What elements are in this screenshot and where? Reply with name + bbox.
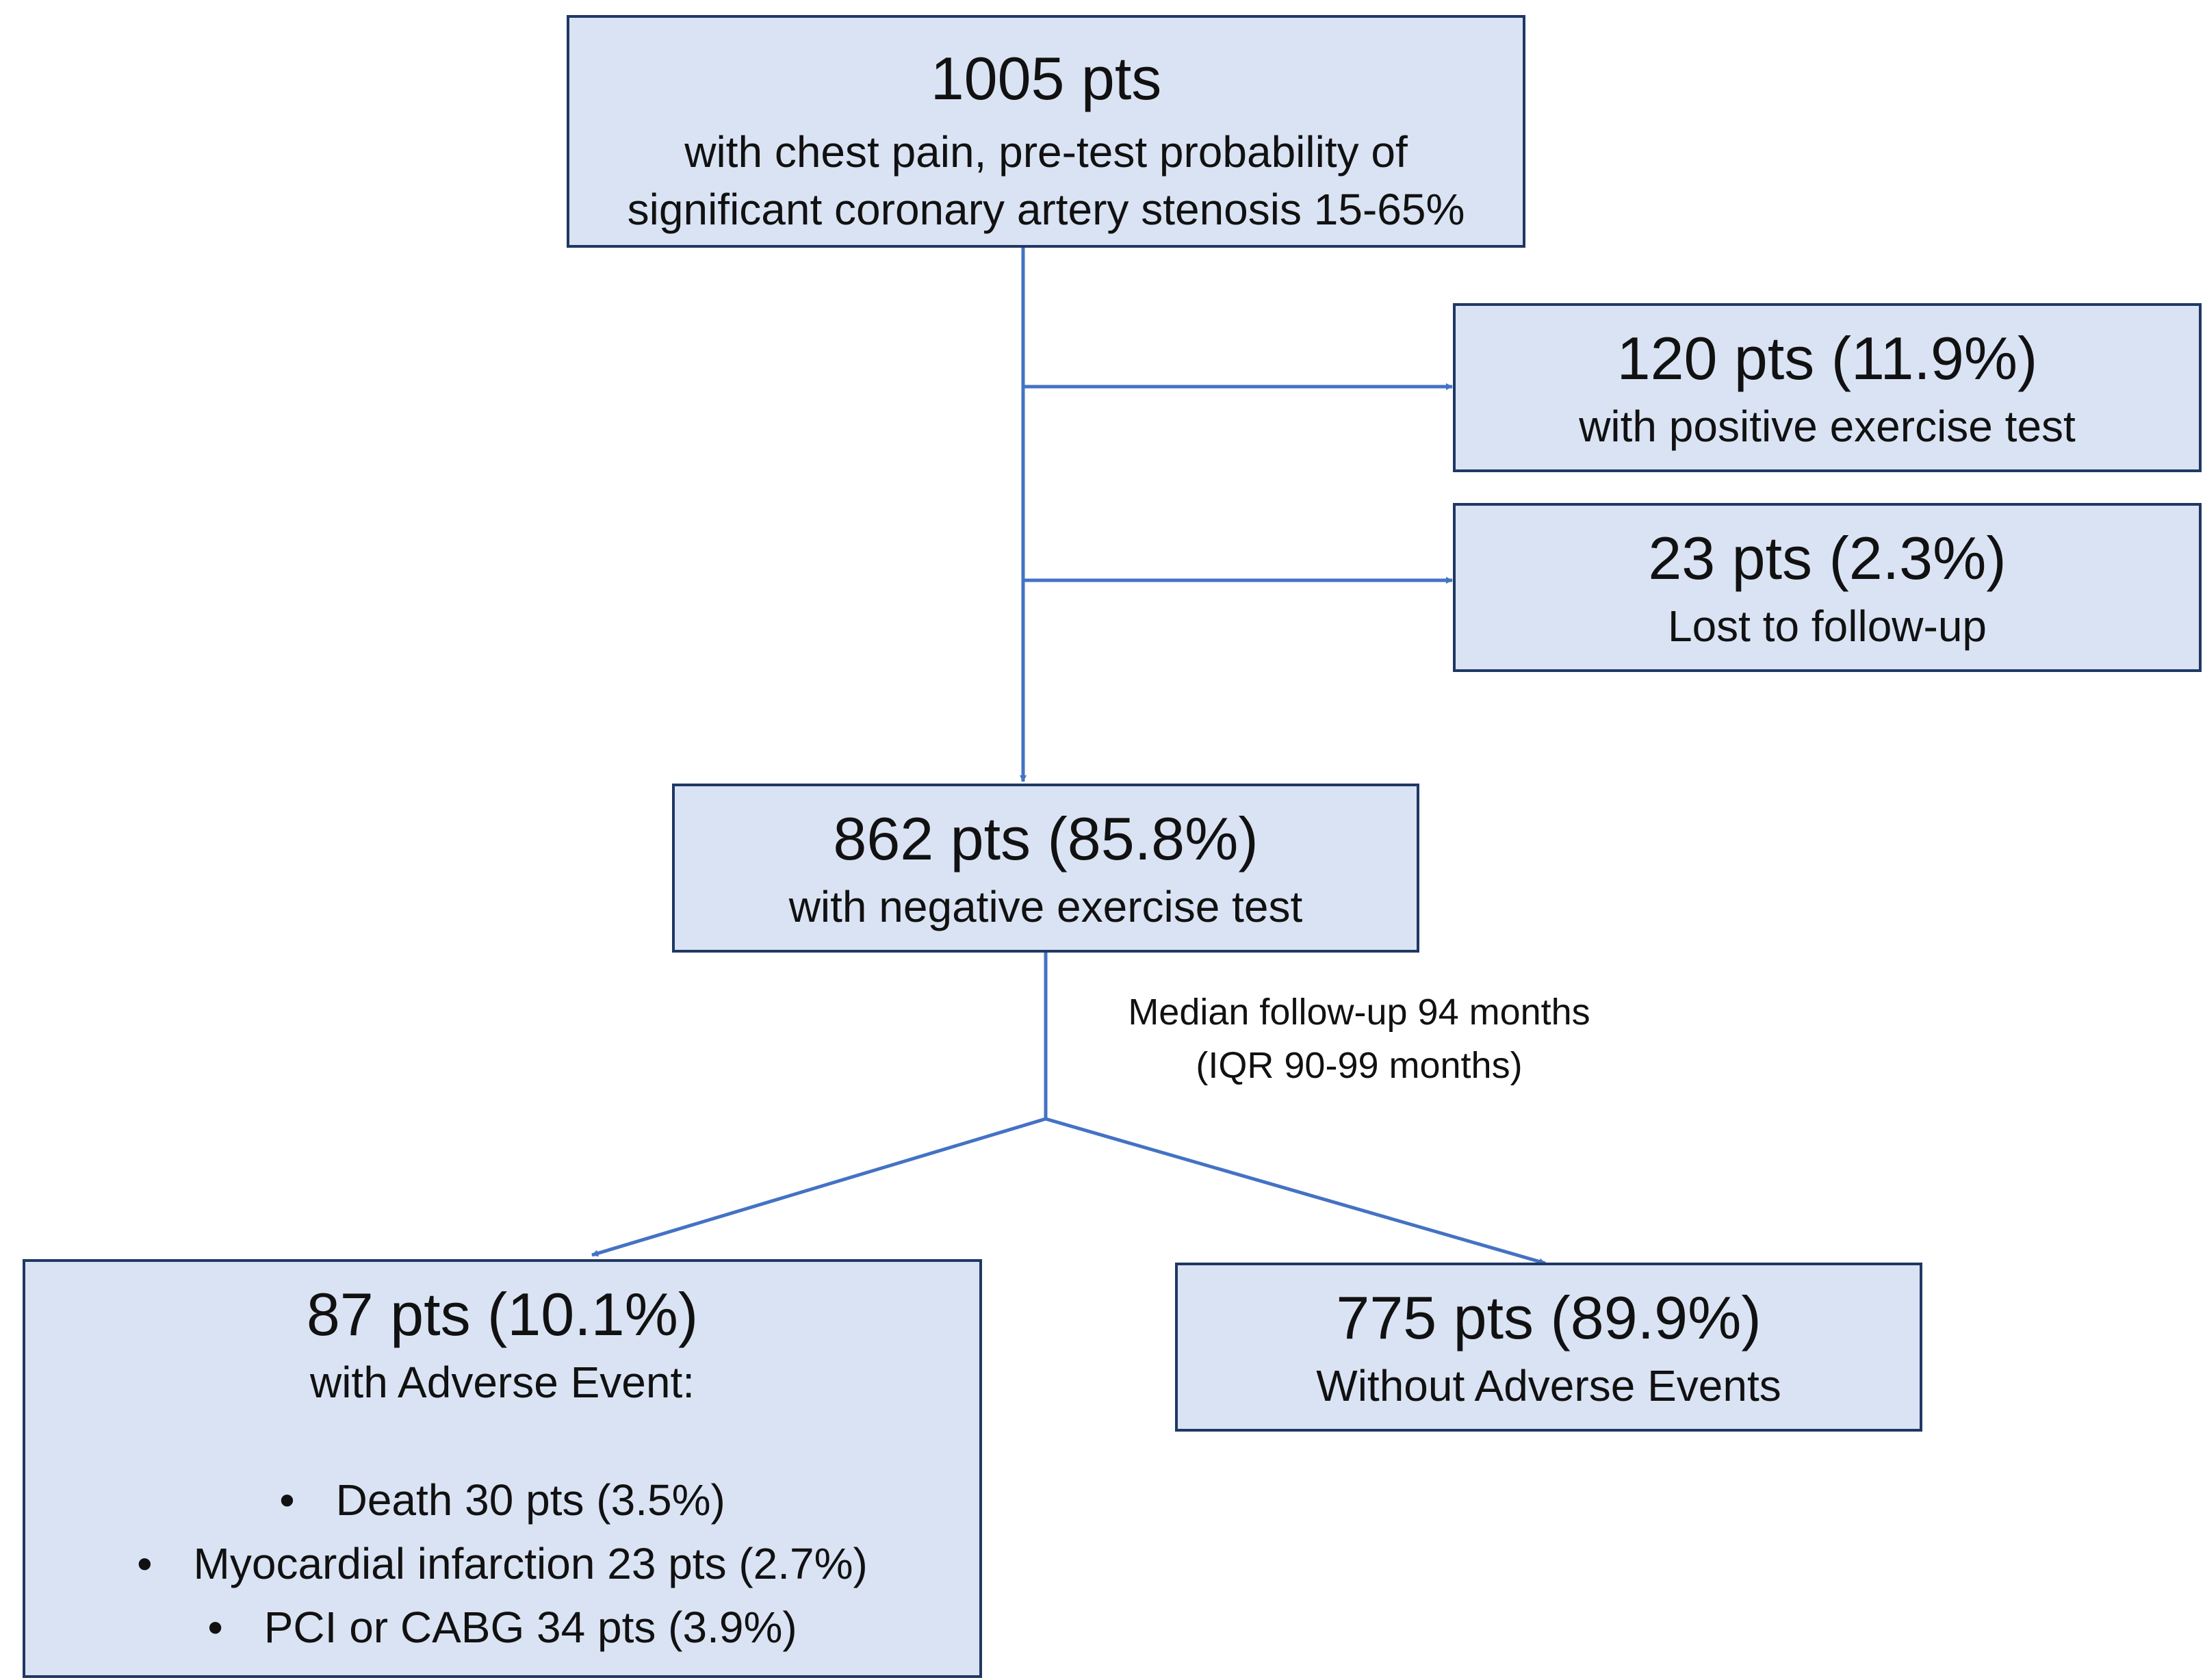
adverse-count: 87 pts (10.1%) [306,1280,699,1348]
positive-count: 120 pts (11.9%) [1616,324,2038,392]
enrolled-description-line2: significant coronary artery stenosis 15-… [627,185,1465,235]
adverse-event-item: •PCI or CABG 34 pts (3.9%) [25,1596,979,1659]
positive-test-box: 120 pts (11.9%) with positive exercise t… [1453,303,2202,472]
negative-count: 862 pts (85.8%) [833,805,1259,873]
bullet-icon: • [207,1602,223,1652]
enrolled-patients-box: 1005 pts with chest pain, pre-test proba… [567,15,1525,248]
adverse-event-list: •Death 30 pts (3.5%) •Myocardial infarct… [25,1469,979,1659]
adverse-event-item: •Myocardial infarction 23 pts (2.7%) [25,1532,979,1596]
enrolled-description-line1: with chest pain, pre-test probability of [684,127,1408,177]
no-adverse-count: 775 pts (89.9%) [1336,1284,1762,1352]
negative-test-box: 862 pts (85.8%) with negative exercise t… [672,784,1419,953]
positive-label: with positive exercise test [1579,401,2076,451]
followup-line2: (IQR 90-99 months) [1196,1045,1523,1087]
arrow-to-no-adverse [1045,1117,1546,1265]
lost-label: Lost to follow-up [1667,601,1987,651]
adverse-events-box: 87 pts (10.1%) with Adverse Event: •Deat… [23,1259,982,1678]
adverse-label: with Adverse Event: [309,1357,695,1407]
lost-count: 23 pts (2.3%) [1648,524,2007,592]
followup-line1: Median follow-up 94 months [1128,992,1590,1033]
followup-note: Median follow-up 94 months (IQR 90-99 mo… [1017,985,1701,1093]
bullet-icon: • [279,1475,295,1525]
enrolled-count: 1005 pts [930,44,1162,112]
negative-label: with negative exercise test [788,881,1303,931]
no-adverse-events-box: 775 pts (89.9%) Without Adverse Events [1175,1263,1922,1432]
adverse-event-item: •Death 30 pts (3.5%) [25,1469,979,1532]
no-adverse-label: Without Adverse Events [1316,1360,1781,1410]
arrow-to-adverse [591,1117,1046,1257]
bullet-icon: • [137,1539,153,1589]
lost-followup-box: 23 pts (2.3%) Lost to follow-up [1453,503,2202,672]
